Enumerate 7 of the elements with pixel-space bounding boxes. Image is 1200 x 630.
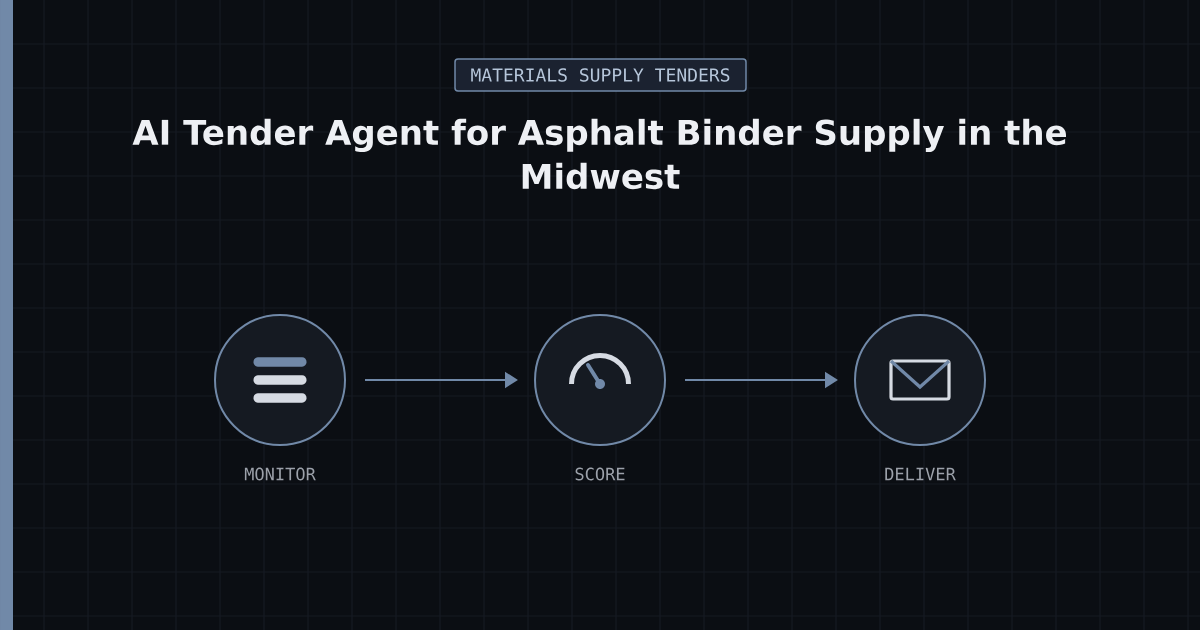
step-circle bbox=[854, 314, 986, 446]
step-label: DELIVER bbox=[885, 467, 956, 481]
step-label: SCORE bbox=[575, 467, 625, 481]
step-circle bbox=[534, 314, 666, 446]
tag-badge: MATERIALS SUPPLY TENDERS bbox=[454, 58, 747, 92]
title: AI Tender Agent for Asphalt Binder Supply in the Midwest bbox=[132, 118, 1066, 190]
step-label: MONITOR bbox=[244, 467, 316, 481]
